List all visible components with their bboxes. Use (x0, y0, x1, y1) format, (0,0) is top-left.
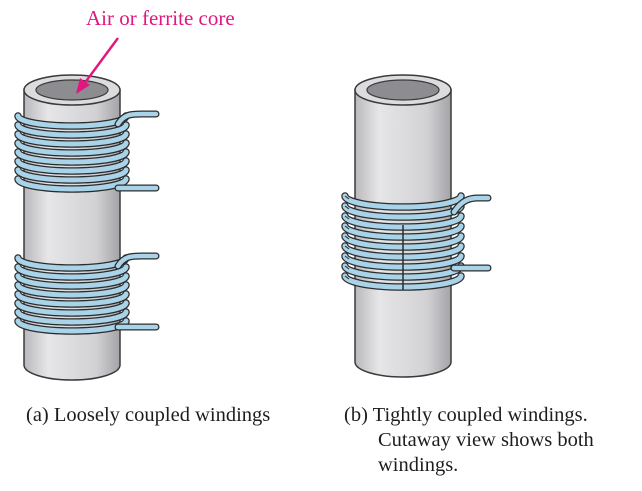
winding-a1-turn-fill (15, 131, 129, 147)
core-b-hole (366, 79, 440, 101)
winding-a-lower (14, 254, 130, 335)
winding-a2-turn-fill (15, 309, 129, 325)
lead-a2-top (114, 252, 160, 270)
caption-a: (a) Loosely coupled windings (26, 404, 271, 426)
caption-b-line-3: windings. (378, 454, 459, 476)
cutaway-tick (344, 275, 350, 280)
cutaway-tick (344, 225, 350, 230)
cutaway-tick (344, 255, 350, 260)
winding-a-upper (14, 112, 130, 193)
winding-a1-turn-fill (15, 176, 129, 192)
winding-a2-turn-fill (15, 264, 129, 280)
caption-b-line-2: Cutaway view shows both (378, 429, 594, 451)
lead-a1-top (114, 110, 160, 128)
lead-b-top (450, 194, 492, 216)
winding-a2-turn-fill (15, 300, 129, 316)
winding-a1-turn-fill (15, 149, 129, 165)
cutaway-tick (344, 205, 350, 210)
winding-a1-turn-fill (15, 158, 129, 174)
cutaway-tick (344, 265, 350, 270)
cutaway-tick (344, 245, 350, 250)
winding-a1-turn-fill (15, 167, 129, 183)
cutaway-tick (344, 215, 350, 220)
caption-b-line-1: (b) Tightly coupled windings. (344, 404, 588, 426)
winding-a2-turn-fill (15, 273, 129, 289)
winding-a1-turn-fill (15, 122, 129, 138)
winding-a2-turn-fill (15, 282, 129, 298)
caption-b: (b) Tightly coupled windings. Cutaway vi… (344, 403, 639, 478)
winding-a1-turn-fill (15, 140, 129, 156)
core-pointer-arrow (76, 37, 119, 94)
core-label: Air or ferrite core (86, 6, 235, 30)
winding-b-cutaway (341, 192, 465, 291)
core-a-hole (35, 79, 109, 101)
winding-a2-turn-fill (15, 291, 129, 307)
cutaway-tick (344, 235, 350, 240)
winding-b-turn-fill (342, 193, 464, 210)
cutaway-tick (344, 195, 350, 200)
